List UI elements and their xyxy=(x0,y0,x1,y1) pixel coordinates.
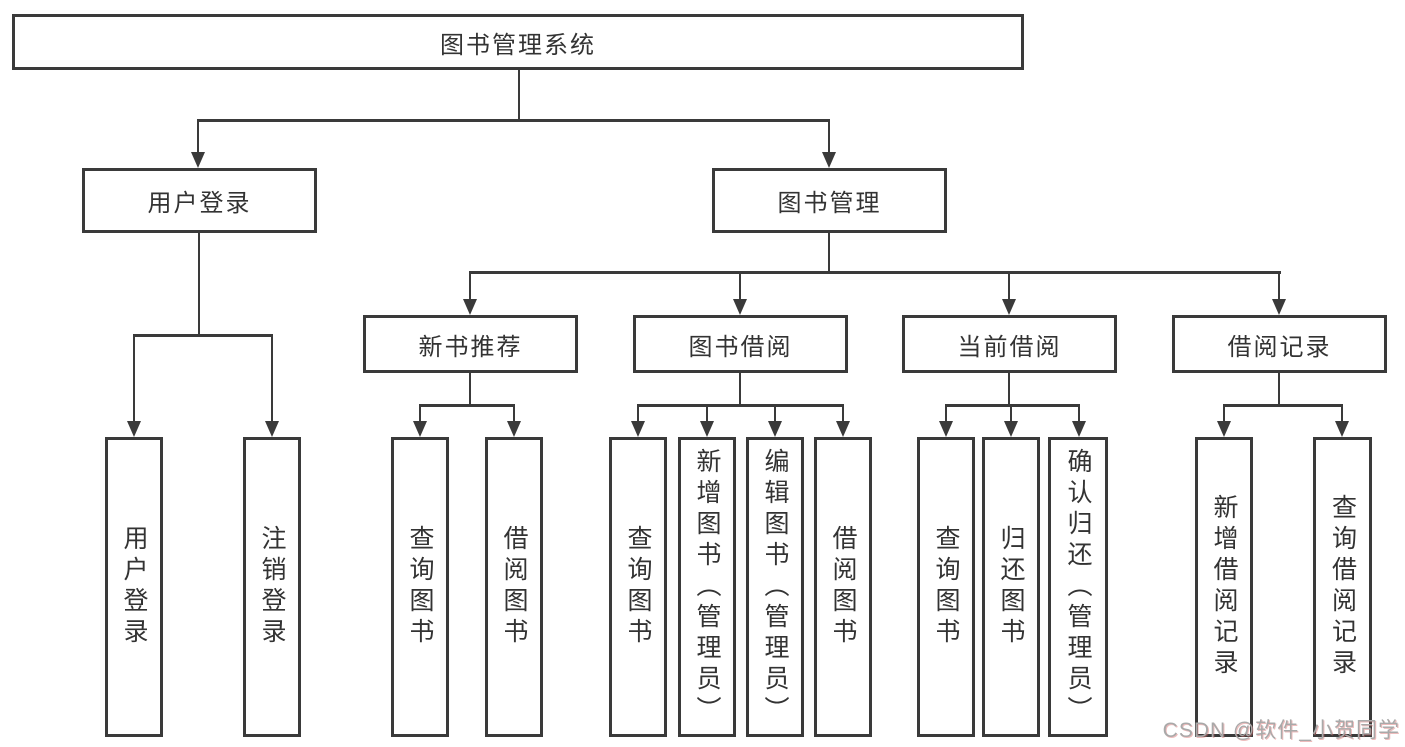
connector-borrow-records-drop xyxy=(1277,271,1281,301)
arrow-groupB-query-books xyxy=(631,421,645,437)
arrow-groupA-query-books xyxy=(413,421,427,437)
arrow-groupB-add-books xyxy=(700,421,714,437)
arrow-groupD-add-record xyxy=(1217,421,1231,437)
connector-groupB-drop3 xyxy=(773,404,777,423)
leaf-query-borrow-record: 查询借阅记录 xyxy=(1313,437,1372,737)
arrow-leaf-user-login xyxy=(127,421,141,437)
connector-groupC-drop1 xyxy=(944,404,948,423)
connector-groupB-branch xyxy=(637,404,844,407)
arrow-borrow-records xyxy=(1272,299,1286,315)
connector-user-login-branch xyxy=(133,334,273,337)
arrow-groupB-edit-books xyxy=(768,421,782,437)
node-system-root: 图书管理系统 xyxy=(12,14,1024,70)
connector-current-borrow-drop xyxy=(1007,271,1011,301)
arrow-groupC-query-books xyxy=(939,421,953,437)
connector-groupA-drop2 xyxy=(512,404,516,423)
connector-user-login-stem xyxy=(197,233,201,336)
connector-groupB-stem xyxy=(738,373,742,406)
csdn-watermark: CSDN @软件_小贺同学 xyxy=(1162,719,1400,742)
connector-groupB-drop1 xyxy=(636,404,640,423)
leaf-borrow-books: 借阅图书 xyxy=(814,437,872,737)
connector-leaf-logout-drop xyxy=(270,334,274,423)
arrow-book-borrow xyxy=(733,299,747,315)
arrow-user-login xyxy=(191,152,205,168)
arrow-groupA-borrow-books xyxy=(507,421,521,437)
arrow-leaf-logout xyxy=(265,421,279,437)
leaf-query-books-current: 查询图书 xyxy=(917,437,975,737)
connector-groupD-branch xyxy=(1223,404,1343,407)
connector-groupD-drop1 xyxy=(1222,404,1226,423)
connector-book-mgmt-stem xyxy=(827,233,831,273)
node-current-borrow: 当前借阅 xyxy=(902,315,1117,373)
connector-groupC-branch xyxy=(945,404,1080,407)
leaf-confirm-return-admin: 确认归还（管理员） xyxy=(1048,437,1108,737)
connector-groupB-drop4 xyxy=(841,404,845,423)
connector-book-mgmt-drop xyxy=(827,119,831,154)
connector-groupC-stem xyxy=(1007,373,1011,406)
connector-groupA-branch xyxy=(419,404,515,407)
leaf-add-books-admin: 新增图书（管理员） xyxy=(678,437,736,737)
leaf-add-borrow-record: 新增借阅记录 xyxy=(1195,437,1253,737)
connector-user-login-drop xyxy=(196,119,200,154)
leaf-edit-books-admin: 编辑图书（管理员） xyxy=(746,437,804,737)
leaf-borrow-books-recommend: 借阅图书 xyxy=(485,437,543,737)
connector-groupA-drop1 xyxy=(418,404,422,423)
leaf-return-books: 归还图书 xyxy=(982,437,1040,737)
connector-groupB-drop2 xyxy=(705,404,709,423)
arrow-current-borrow xyxy=(1002,299,1016,315)
connector-leaf-user-login-drop xyxy=(132,334,136,423)
arrow-groupC-return-books xyxy=(1004,421,1018,437)
node-new-book-recommend: 新书推荐 xyxy=(363,315,578,373)
connector-book-borrow-drop xyxy=(738,271,742,301)
connector-groupD-stem xyxy=(1277,373,1281,406)
node-user-login: 用户登录 xyxy=(82,168,317,233)
connector-groupA-stem xyxy=(468,373,472,406)
arrow-groupD-query-record xyxy=(1335,421,1349,437)
leaf-logout: 注销登录 xyxy=(243,437,301,737)
arrow-new-book-recommend xyxy=(463,299,477,315)
arrow-groupC-confirm-return xyxy=(1072,421,1086,437)
leaf-user-login: 用户登录 xyxy=(105,437,163,737)
connector-level3-branch xyxy=(469,271,1281,274)
arrow-book-mgmt xyxy=(822,152,836,168)
node-book-borrow: 图书借阅 xyxy=(633,315,848,373)
connector-groupC-drop3 xyxy=(1077,404,1081,423)
connector-groupD-drop2 xyxy=(1340,404,1344,423)
leaf-query-books-borrow: 查询图书 xyxy=(609,437,667,737)
connector-level2-branch xyxy=(197,119,830,122)
connector-root-stem xyxy=(517,70,521,120)
connector-groupC-drop2 xyxy=(1009,404,1013,423)
node-borrow-records: 借阅记录 xyxy=(1172,315,1387,373)
node-book-management: 图书管理 xyxy=(712,168,947,233)
connector-new-book-drop xyxy=(468,271,472,301)
arrow-groupB-borrow-books xyxy=(836,421,850,437)
leaf-query-books-recommend: 查询图书 xyxy=(391,437,449,737)
